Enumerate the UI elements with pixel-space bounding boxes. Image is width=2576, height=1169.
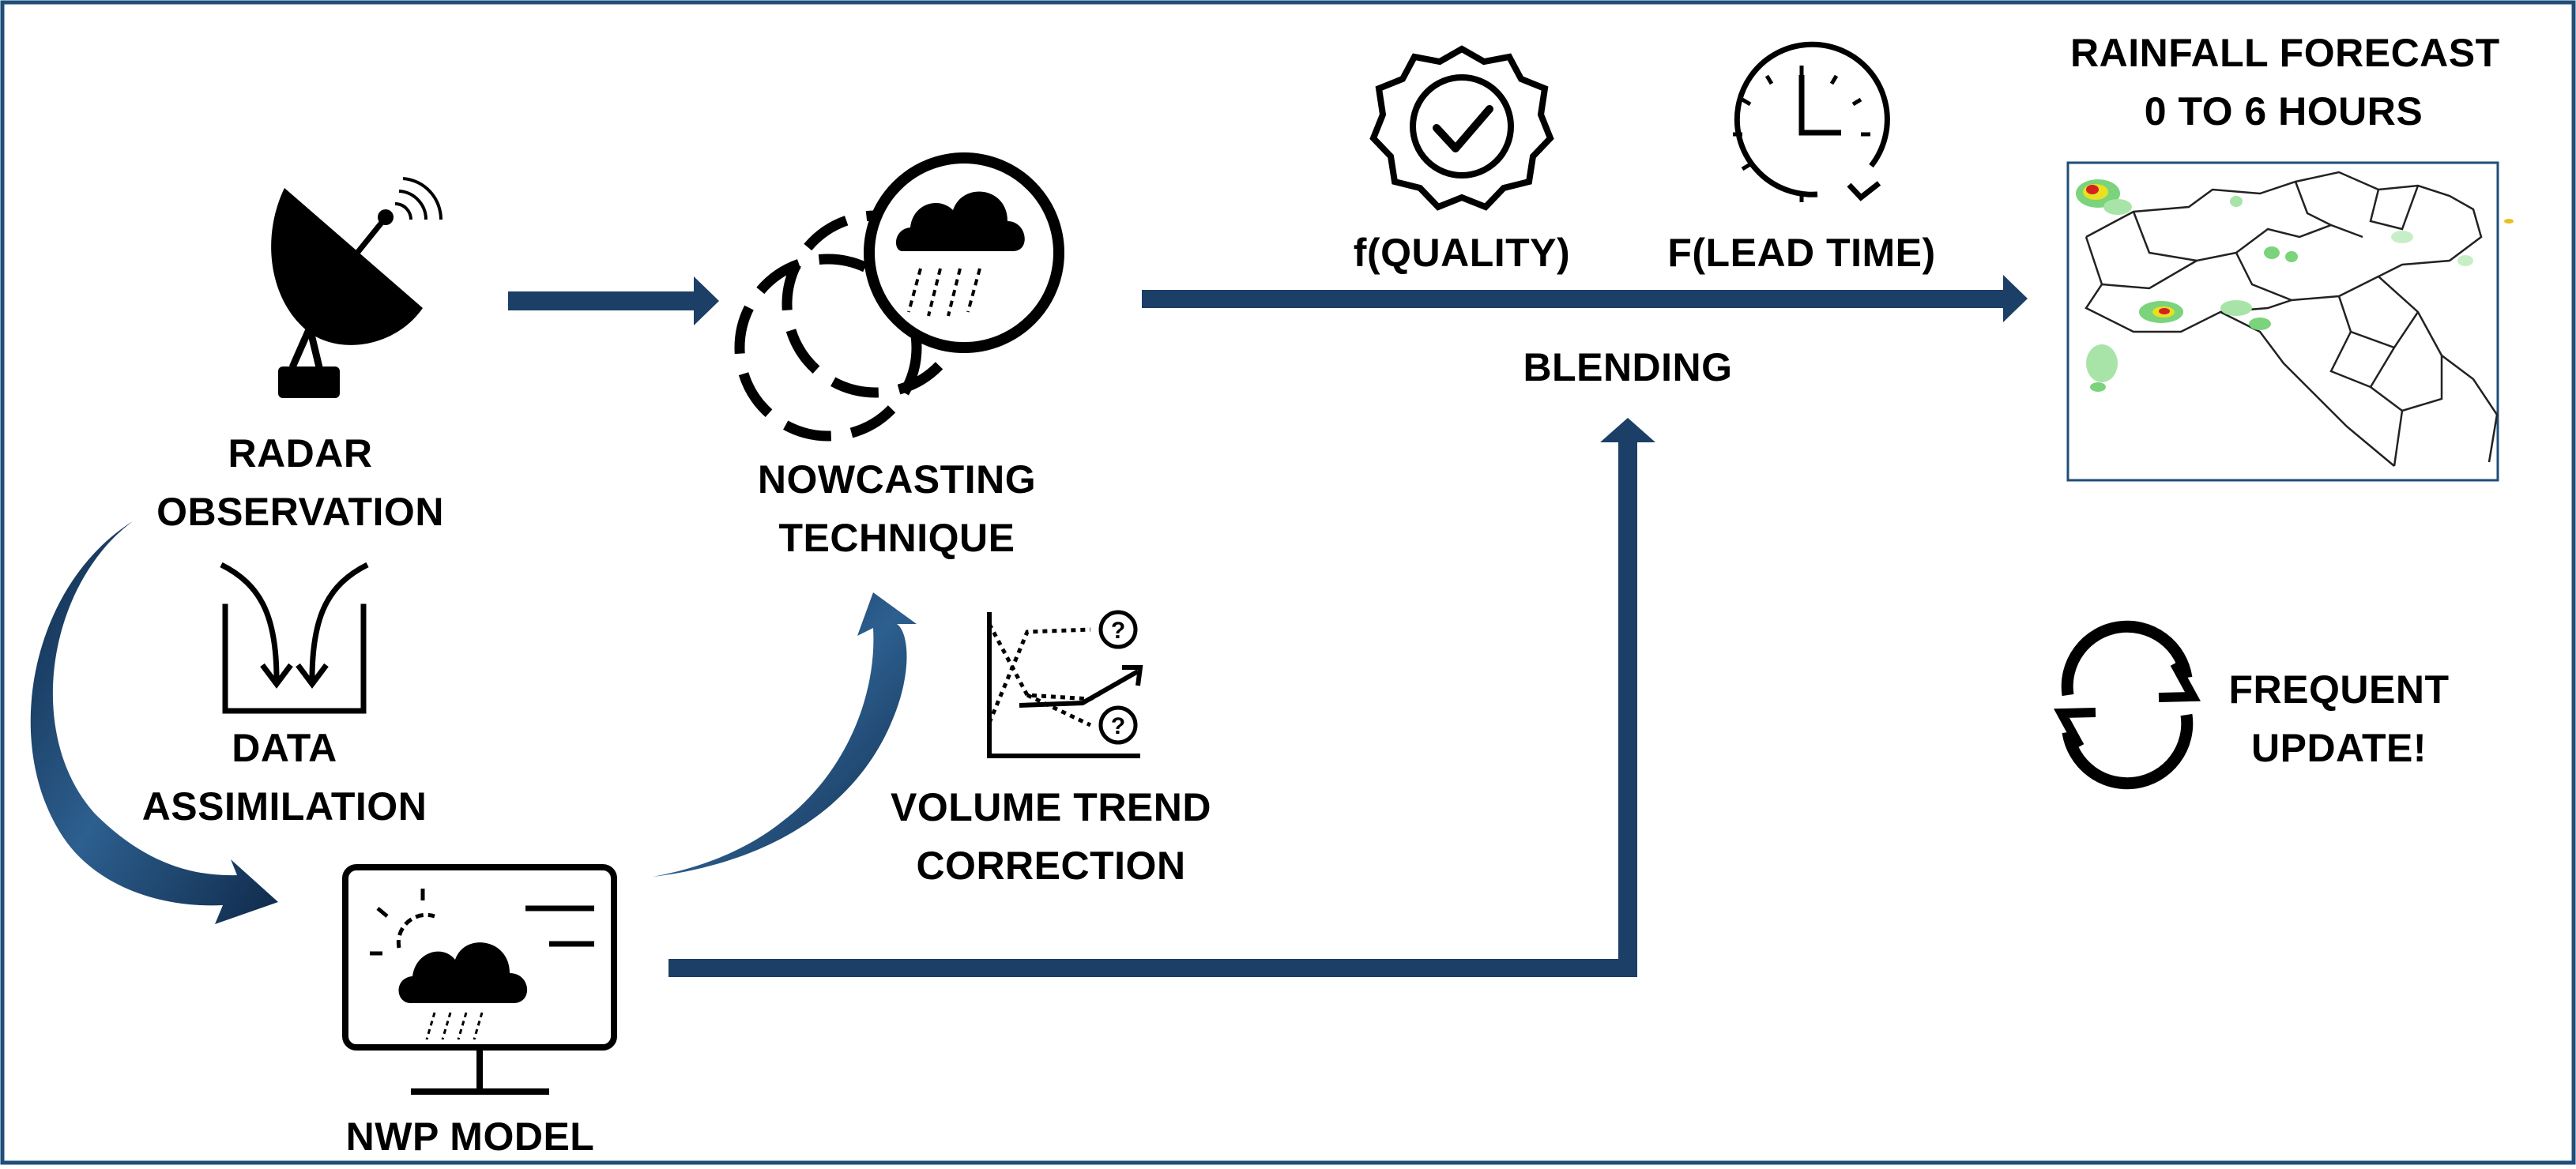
- blending-label: BLENDING: [1523, 345, 1733, 389]
- frequent-update-label: FREQUENT UPDATE!: [2197, 660, 2481, 777]
- trend-question-2: ?: [1111, 713, 1125, 739]
- arrow-radar-to-nowcast: [508, 276, 719, 325]
- nowcasting-line1: NOWCASTING: [757, 457, 1037, 502]
- trend-question-1: ?: [1111, 618, 1125, 644]
- nwp-label: NWP MODEL: [345, 1114, 595, 1159]
- quality-badge-icon: [1369, 45, 1554, 211]
- nowcasting-cloud-icon: [734, 152, 1064, 442]
- frequent-update-line2: UPDATE!: [2250, 726, 2427, 770]
- lead-time-label: F(LEAD TIME): [1667, 231, 1936, 275]
- volume-trend-line1: VOLUME TREND: [891, 785, 1211, 829]
- curved-arrow-nwp-to-nowcast: [653, 592, 917, 877]
- quality-label: f(QUALITY): [1353, 231, 1571, 275]
- data-assimilation-label: DATA ASSIMILATION: [111, 719, 458, 836]
- clock-icon: [1733, 41, 1890, 202]
- arrow-nowcast-to-forecast: [1142, 275, 2028, 322]
- frequent-update-line1: FREQUENT: [2228, 667, 2450, 712]
- trend-chart-icon: [987, 610, 1143, 758]
- computer-weather-icon: [342, 864, 617, 1095]
- refresh-icon: [2053, 620, 2201, 790]
- nowcasting-line2: TECHNIQUE: [778, 516, 1015, 560]
- rain-cells: [2076, 179, 2514, 392]
- data-assimilation-line2: ASSIMILATION: [141, 784, 427, 829]
- curved-arrow-radar-to-nwp: [30, 521, 278, 924]
- rainfall-forecast-line1: RAINFALL FORECAST: [2070, 31, 2500, 75]
- radar-label-line1: RADAR: [228, 431, 373, 475]
- rainfall-forecast-line2: 0 TO 6 HOURS: [2144, 89, 2423, 133]
- data-assimilation-icon: [220, 562, 369, 714]
- radar-label: RADAR OBSERVATION: [126, 424, 474, 541]
- radar-label-line2: OBSERVATION: [156, 490, 444, 534]
- volume-trend-line2: CORRECTION: [916, 844, 1186, 888]
- data-assimilation-line1: DATA: [232, 726, 337, 770]
- radar-dish-icon: [271, 177, 443, 398]
- rainfall-map: [2066, 161, 2514, 482]
- nowcasting-label: NOWCASTING TECHNIQUE: [723, 450, 1071, 567]
- arrows: [508, 275, 2028, 977]
- rainfall-forecast-label: RAINFALL FORECAST 0 TO 6 HOURS: [2070, 24, 2500, 141]
- volume-trend-label: VOLUME TREND CORRECTION: [869, 778, 1233, 895]
